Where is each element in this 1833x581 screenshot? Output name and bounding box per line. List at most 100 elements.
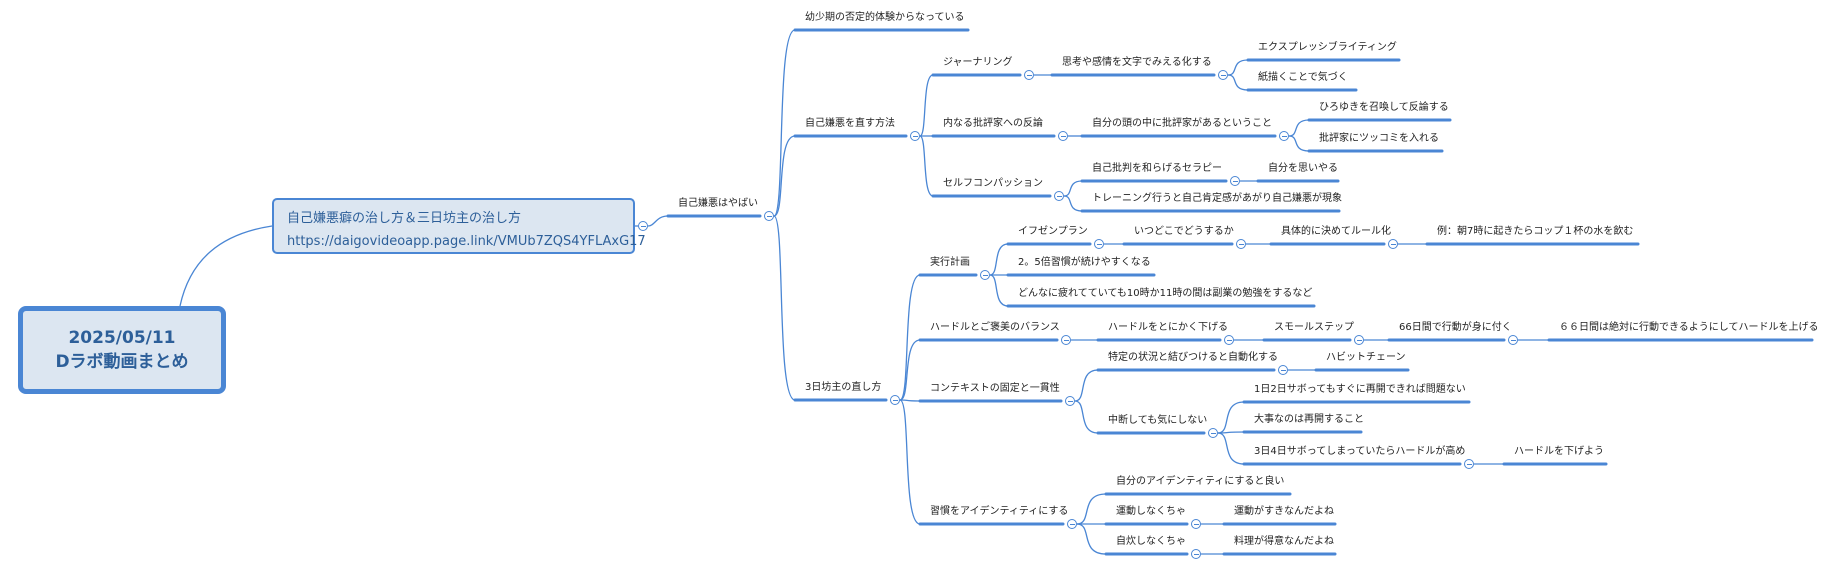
topic-expressive[interactable]: エクスプレッシブライティング [1258, 42, 1397, 53]
main-topic[interactable]: 自己嫌悪癖の治し方＆三日坊主の治し方 https://daigovideoapp… [272, 198, 646, 254]
connector-naosu-houhou-to-journaling [919, 74, 934, 137]
topic-naru-hihyouka[interactable]: 内なる批評家への反論 [943, 118, 1043, 129]
topic-if-then[interactable]: イフゼンプラン [1018, 226, 1088, 237]
connector-self-compassion-to-training [1063, 195, 1083, 212]
topic-hurdle-sageyou[interactable]: ハードルを下げよう [1514, 446, 1604, 457]
main-topic-url[interactable]: https://daigovideoapp.page.link/VMUb7ZQS… [287, 234, 646, 249]
topic-hurdle-sageru[interactable]: ハードルをとにかく下げる [1108, 322, 1228, 333]
topic-underlines [666, 28, 1814, 556]
collapse-jikkou-keikaku-icon[interactable] [980, 270, 990, 280]
topic-undou-shinakucha[interactable]: 運動しなくちゃ [1116, 506, 1186, 517]
topic-donnani[interactable]: どんなに疲れてていても10時か11時の間は副業の勉強をするなど [1018, 288, 1313, 299]
collapse-gutaiteki-icon[interactable] [1388, 239, 1398, 249]
topic-jisui-shinakucha[interactable]: 自炊しなくちゃ [1116, 536, 1186, 547]
topic-jikkou-keikaku[interactable]: 実行計画 [930, 257, 970, 268]
topic-shikou-moji[interactable]: 思考や感情を文字でみえる化する [1062, 57, 1212, 68]
topic-rei-asa[interactable]: 例：朝7時に起きたらコップ１杯の水を飲む [1437, 226, 1634, 237]
topic-jikoken-yabai[interactable]: 自己嫌悪はやばい [678, 198, 758, 209]
collapse-self-compassion-icon[interactable] [1054, 191, 1064, 201]
collapse-jiko-hihan-icon[interactable] [1230, 176, 1240, 186]
connector-chudan-to-ichi-ni-nichi [1217, 401, 1245, 434]
topic-journaling[interactable]: ジャーナリング [943, 57, 1013, 68]
topic-omoiyaru[interactable]: 自分を思いやる [1268, 163, 1338, 174]
connector-atama-no-naka-to-tsukkomi [1288, 135, 1310, 152]
branch-connectors [179, 29, 1549, 555]
topic-hurdle-gohoubi[interactable]: ハードルとご褒美のバランス [930, 322, 1060, 333]
collapse-small-step-icon[interactable] [1354, 335, 1364, 345]
collapse-main-topic-icon[interactable] [638, 221, 648, 231]
topic-rokujuroku[interactable]: 66日間で行動が身に付く [1399, 322, 1512, 333]
topic-kamigaki[interactable]: 紙描くことで気づく [1258, 72, 1348, 83]
connector-jikoken-yabai-to-naosu-houhou [773, 135, 796, 217]
connector-shikou-moji-to-kamigaki [1227, 74, 1249, 91]
connector-mikka-bouzu-to-jikkou-keikaku [899, 274, 921, 401]
connector-self-compassion-to-jiko-hihan [1063, 180, 1083, 197]
topic-jiko-hihan[interactable]: 自己批判を和らげるセラピー [1092, 163, 1222, 174]
topic-ryouri-tokui[interactable]: 料理が得意なんだよね [1234, 536, 1334, 547]
topic-self-compassion[interactable]: セルフコンパッション [943, 178, 1043, 189]
connector-atama-no-naka-to-hiroyuki [1288, 119, 1310, 137]
topic-hiroyuki[interactable]: ひろゆきを召喚して反論する [1319, 102, 1449, 113]
topic-itsu-doko[interactable]: いつどこでどうするか [1134, 226, 1234, 237]
root-topic[interactable]: 2025/05/11 Dラボ動画まとめ [18, 306, 226, 394]
topic-context[interactable]: コンテキストの固定と一貫性 [930, 383, 1060, 394]
connector-jikkou-keikaku-to-if-then [989, 243, 1009, 276]
topic-tokutei[interactable]: 特定の状況と結びつけると自動化する [1108, 352, 1278, 363]
topic-naosu-houhou[interactable]: 自己嫌悪を直す方法 [805, 118, 895, 129]
topic-ichi-ni-nichi[interactable]: 1日2日サボってもすぐに再開できれば問題ない [1254, 384, 1466, 395]
collapse-itsu-doko-icon[interactable] [1236, 239, 1246, 249]
collapse-rokujuroku-icon[interactable] [1508, 335, 1518, 345]
collapse-hurdle-gohoubi-icon[interactable] [1061, 335, 1071, 345]
connector-jikkou-keikaku-to-donnani [989, 274, 1009, 307]
topic-small-step[interactable]: スモールステップ [1274, 322, 1354, 333]
collapse-naosu-houhou-icon[interactable] [910, 131, 920, 141]
topic-mikka-bouzu[interactable]: 3日坊主の直し方 [805, 382, 882, 393]
collapse-shuukan-identity-icon[interactable] [1067, 519, 1077, 529]
connector-jikoken-yabai-to-mikka-bouzu [773, 215, 796, 401]
connector-root-to-main [179, 225, 273, 307]
collapse-mikka-bouzu-icon[interactable] [890, 395, 900, 405]
connector-context-to-chudan [1074, 400, 1099, 434]
collapse-naru-hihyouka-icon[interactable] [1058, 131, 1068, 141]
connector-main-to-jikoken-yabai [647, 215, 669, 227]
collapse-jisui-shinakucha-icon[interactable] [1191, 549, 1201, 559]
collapse-shikou-moji-icon[interactable] [1218, 70, 1228, 80]
topic-jibun-identity[interactable]: 自分のアイデンティティにすると良い [1116, 476, 1285, 487]
collapse-chudan-icon[interactable] [1208, 428, 1218, 438]
collapse-tokutei-icon[interactable] [1278, 365, 1288, 375]
topic-daiji[interactable]: 大事なのは再開すること [1254, 414, 1364, 425]
topic-training[interactable]: トレーニング行うと自己肯定感があがり自己嫌悪が現象 [1092, 193, 1342, 204]
connector-mikka-bouzu-to-shuukan-identity [899, 399, 921, 525]
connector-shuukan-identity-to-jisui-shinakucha [1076, 523, 1107, 555]
connector-shikou-moji-to-expressive [1227, 59, 1249, 76]
collapse-journaling-icon[interactable] [1024, 70, 1034, 80]
topic-habit-chain[interactable]: ハビットチェーン [1326, 352, 1406, 363]
collapse-jikoken-yabai-icon[interactable] [764, 211, 774, 221]
collapse-if-then-icon[interactable] [1094, 239, 1104, 249]
topic-undou-suki[interactable]: 運動がすきなんだよね [1234, 506, 1334, 517]
connector-shuukan-identity-to-jibun-identity [1076, 493, 1107, 525]
collapse-san-yokka-icon[interactable] [1464, 459, 1474, 469]
topic-gutaiteki[interactable]: 具体的に決めてルール化 [1281, 226, 1391, 237]
root-date: 2025/05/11 [68, 328, 176, 348]
topic-youshouki[interactable]: 幼少期の否定的体験からなっている [805, 12, 965, 23]
connector-naosu-houhou-to-self-compassion [919, 135, 934, 197]
main-topic-title: 自己嫌悪癖の治し方＆三日坊主の治し方 [287, 211, 522, 226]
topic-shuukan-identity[interactable]: 習慣をアイデンティティにする [930, 506, 1069, 517]
collapse-context-icon[interactable] [1065, 396, 1075, 406]
connector-mikka-bouzu-to-hurdle-gohoubi [899, 339, 921, 401]
collapse-undou-shinakucha-icon[interactable] [1191, 519, 1201, 529]
connector-jikoken-yabai-to-youshouki [773, 29, 796, 217]
connector-chudan-to-san-yokka [1217, 432, 1245, 465]
collapse-atama-no-naka-icon[interactable] [1279, 131, 1289, 141]
topic-tsukkomi[interactable]: 批評家にツッコミを入れる [1319, 133, 1439, 144]
topic-atama-no-naka[interactable]: 自分の頭の中に批評家があるということ [1092, 118, 1272, 129]
root-title: Dラボ動画まとめ [55, 352, 189, 372]
topic-rokujuroku-zettai[interactable]: ６６日間は絶対に行動できるようにしてハードルを上げる [1559, 322, 1819, 333]
topic-chudan[interactable]: 中断しても気にしない [1108, 415, 1208, 426]
collapse-hurdle-sageru-icon[interactable] [1224, 335, 1234, 345]
connector-mikka-bouzu-to-context [899, 399, 921, 402]
topic-go-bai[interactable]: 2。5倍習慣が続けやすくなる [1018, 257, 1151, 268]
topic-san-yokka[interactable]: 3日4日サボってしまっていたらハードルが高め [1254, 446, 1466, 457]
